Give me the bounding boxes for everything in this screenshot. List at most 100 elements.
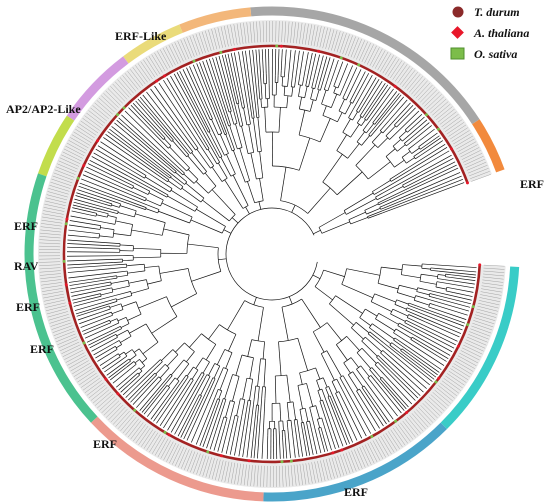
tree-branch	[339, 89, 343, 96]
tip-label-line	[416, 409, 431, 425]
tree-branch	[322, 399, 326, 409]
tree-branch	[234, 416, 243, 456]
tree-branch	[389, 385, 409, 408]
tree-branch	[111, 126, 174, 176]
tip-label-line	[322, 27, 328, 49]
tree-branch	[287, 401, 294, 403]
tree-branch	[206, 133, 221, 158]
tree-branch	[74, 198, 104, 208]
tree-branch	[70, 286, 101, 294]
tip-label-line	[325, 458, 332, 480]
tree-branch	[73, 295, 116, 307]
tip-label-line	[49, 184, 70, 192]
species-marker	[64, 283, 68, 287]
clade-arc-8	[263, 422, 448, 502]
tree-branch	[225, 134, 233, 151]
tree-branch	[251, 339, 265, 343]
tip-label-line	[480, 291, 502, 296]
tree-branch	[239, 148, 250, 181]
species-marker	[82, 341, 86, 345]
tree-branch	[159, 268, 189, 274]
tree-branch	[292, 401, 296, 420]
tree-branch	[380, 377, 383, 380]
clade-label-erf-like: ERF-Like	[115, 29, 167, 43]
tree-branch	[256, 177, 263, 180]
tree-branch	[395, 328, 412, 339]
tree-branch	[139, 359, 146, 366]
tree-branch	[167, 195, 196, 212]
tip-label-line	[317, 461, 323, 482]
tree-branch	[321, 389, 326, 400]
tree-branch	[163, 386, 190, 429]
tree-branch	[202, 60, 229, 134]
tree-branch	[343, 192, 374, 211]
tree-branch	[178, 133, 194, 152]
tree-branch	[377, 137, 389, 148]
tip-label-line	[302, 23, 306, 45]
tree-branch	[333, 86, 337, 93]
tip-label-line	[483, 267, 505, 270]
species-marker	[219, 454, 223, 458]
tree-branch	[400, 264, 403, 275]
tree-branch	[366, 399, 384, 427]
tree-branch	[394, 365, 424, 393]
tip-label-line	[409, 415, 424, 432]
tree-branch	[393, 339, 407, 350]
tip-label-line	[41, 216, 63, 221]
tree-branch	[86, 166, 122, 184]
tip-label-line	[440, 382, 457, 397]
tip-label-line	[428, 396, 445, 412]
tip-label-line	[178, 447, 187, 468]
tip-label-line	[383, 434, 395, 453]
species-marker	[465, 181, 469, 185]
tip-label-line	[434, 389, 451, 404]
legend-label-a-thaliana: A. thaliana	[473, 26, 529, 40]
tip-label-line	[464, 156, 484, 166]
tree-branch	[408, 314, 426, 323]
tree-branch	[166, 354, 179, 367]
tip-label-line	[97, 394, 114, 409]
tip-label-line	[45, 197, 67, 204]
tree-branch	[159, 385, 187, 426]
tree-branch	[374, 364, 386, 376]
tree-branch	[299, 97, 302, 110]
tip-label-line	[377, 51, 389, 71]
species-marker	[96, 139, 100, 143]
tree-branch	[72, 296, 98, 304]
tree-branch	[202, 199, 230, 222]
tip-label-line	[70, 360, 89, 372]
tree-branch	[246, 400, 249, 410]
tip-label-line	[417, 84, 433, 101]
tree-branch	[160, 161, 176, 174]
tip-label-line	[342, 34, 350, 55]
tree-branch	[261, 49, 264, 74]
tree-branch	[119, 351, 125, 356]
tree-branch	[140, 365, 145, 370]
tree-branch	[133, 256, 161, 259]
tree-branch	[336, 336, 347, 345]
tree-branch	[316, 55, 324, 83]
tree-branch	[258, 201, 262, 210]
tree-branch	[158, 376, 162, 380]
tree-branch	[99, 281, 111, 285]
tree-branch	[196, 149, 211, 169]
tree-branch	[209, 412, 223, 450]
tip-label-line	[482, 276, 504, 280]
tree-branch	[257, 307, 264, 341]
tree-branch	[435, 286, 447, 290]
tree-branch	[278, 341, 282, 376]
tree-branch	[278, 430, 281, 459]
tree-branch	[113, 337, 118, 340]
tree-branch	[406, 140, 414, 147]
tip-label-line	[67, 355, 86, 366]
tree-branch	[359, 317, 371, 326]
tree-branch	[365, 308, 378, 317]
species-marker	[279, 44, 283, 48]
tree-branch	[392, 308, 409, 317]
species-marker	[456, 344, 460, 348]
tip-label-line	[450, 127, 468, 140]
tree-branch	[352, 75, 373, 110]
tree-branch	[372, 191, 375, 195]
tip-label-line	[424, 91, 440, 107]
tree-branch	[132, 102, 159, 132]
